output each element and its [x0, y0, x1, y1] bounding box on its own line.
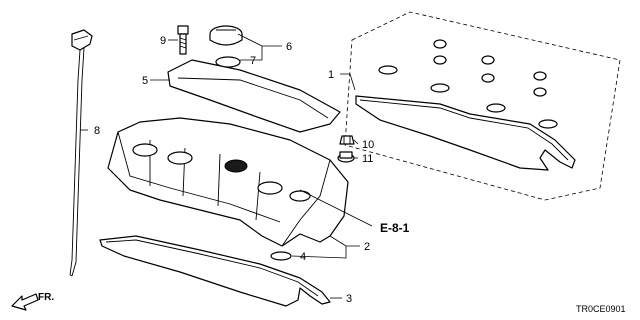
cylinder-head-cover [107, 117, 349, 247]
cover-nut [339, 135, 355, 145]
callout-1: 1 [328, 69, 334, 81]
callout-9: 9 [160, 35, 166, 47]
callout-7: 7 [250, 55, 256, 67]
reference-label: E-8-1 [380, 221, 410, 235]
head-cover-gasket [99, 235, 331, 307]
gasket-set-group-box [344, 11, 621, 201]
oil-dipstick [69, 29, 93, 277]
callout-10: 10 [362, 139, 374, 151]
callout-2: 2 [364, 241, 370, 253]
leader-lines [80, 33, 373, 299]
callout-6: 6 [286, 41, 292, 53]
callout-8: 8 [94, 125, 100, 137]
bolt [177, 25, 189, 55]
callout-5: 5 [142, 75, 148, 87]
oil-filler-cap [209, 25, 243, 46]
head-cover-gasket-set [355, 95, 576, 171]
plug-hole-seal [270, 251, 292, 261]
diagram-code: TR0CE0901 [576, 304, 626, 314]
front-arrow-icon [11, 293, 39, 311]
nut-washer [337, 151, 355, 163]
callout-4: 4 [300, 251, 306, 263]
callout-3: 3 [346, 293, 352, 305]
callout-11: 11 [362, 153, 373, 165]
front-direction-indicator: FR. [11, 292, 54, 311]
front-label: FR. [38, 292, 54, 303]
cover-plate [167, 59, 341, 133]
plug-seals [378, 39, 558, 129]
